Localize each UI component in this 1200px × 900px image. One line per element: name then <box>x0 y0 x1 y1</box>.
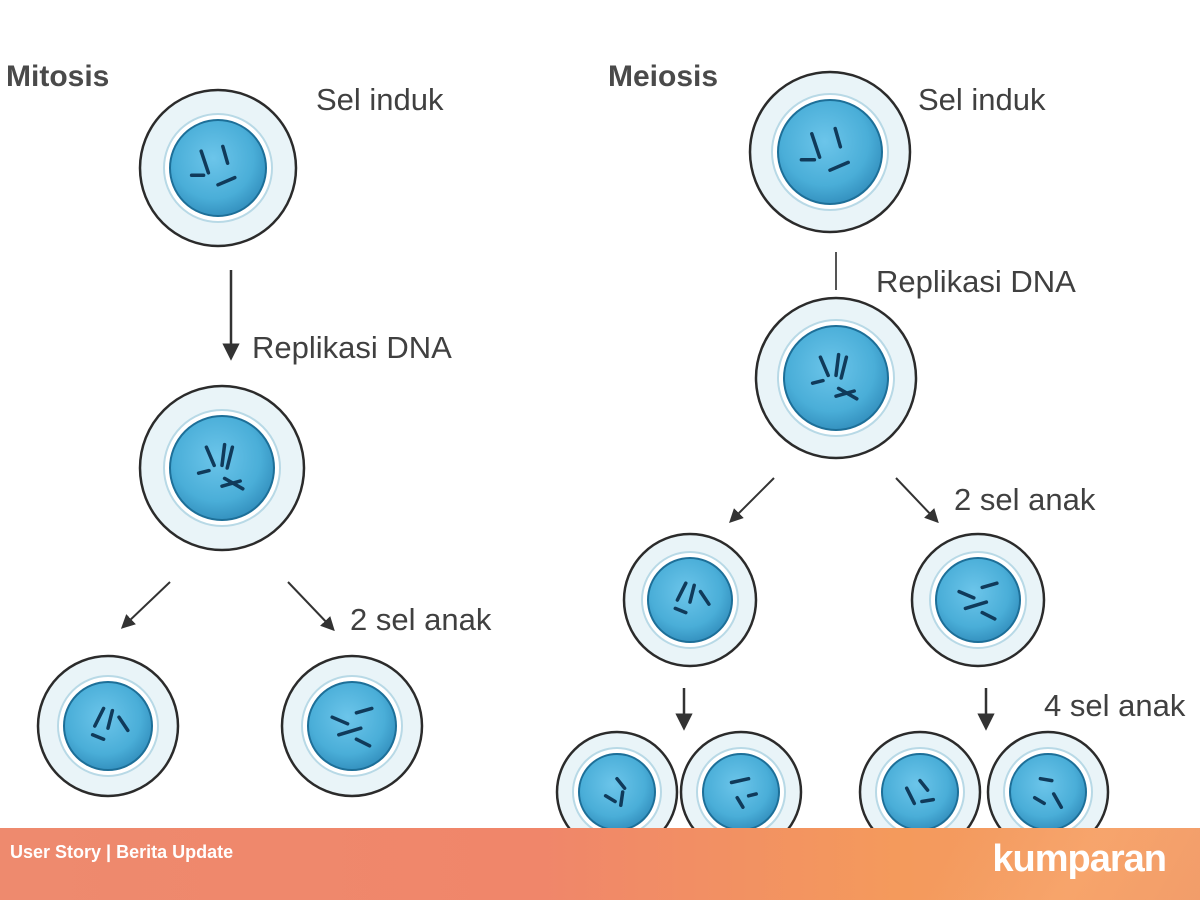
chromosome <box>199 149 211 175</box>
nucleus <box>578 753 656 831</box>
nucleus <box>881 753 959 831</box>
meiosis-arrow-right <box>895 477 939 524</box>
chromosome <box>619 790 625 808</box>
chromosome <box>673 606 688 615</box>
chromosome <box>106 708 115 730</box>
nucleus <box>1009 753 1087 831</box>
nucleus <box>169 415 275 521</box>
mitosis-arrow-right <box>287 581 335 632</box>
chromosome <box>729 776 751 785</box>
mitosis-parent-cell <box>138 88 298 248</box>
meiosis-title: Meiosis <box>608 60 719 93</box>
nucleus <box>169 119 267 217</box>
meiosis-daughter-cell-right <box>910 532 1046 668</box>
meiosis-granddaughter-cell-2 <box>679 730 803 854</box>
chromosome <box>688 583 696 604</box>
chromosome <box>225 445 235 470</box>
meiosis-parent-cell <box>748 70 912 234</box>
chromosome <box>204 445 216 468</box>
mitosis-daughter-cell-left <box>36 654 180 798</box>
chromosome <box>818 355 830 378</box>
meiosis-granddaughter-cell-4 <box>986 730 1110 854</box>
chromosome <box>222 476 245 491</box>
mitosis-daughter-cell-right <box>280 654 424 798</box>
chromosome <box>828 160 850 172</box>
meiosis-parent-label: Sel induk <box>918 82 1046 117</box>
meiosis-four-daughters-label: 4 sel anak <box>1044 688 1186 723</box>
mitosis-parent-label: Sel induk <box>316 82 444 117</box>
chromosome <box>918 778 930 792</box>
chromosome <box>221 144 230 165</box>
mitosis-arrow-left <box>120 581 171 629</box>
chromosome <box>834 352 841 378</box>
chromosome <box>810 378 825 385</box>
chromosome <box>1032 795 1046 806</box>
chromosome <box>90 733 106 741</box>
nucleus <box>935 557 1021 643</box>
nucleus <box>702 753 780 831</box>
chromosome <box>735 795 745 809</box>
meiosis-replication-label: Replikasi DNA <box>876 264 1076 299</box>
chromosome <box>839 355 849 380</box>
chromosome <box>93 706 106 728</box>
chromosome <box>1038 776 1054 783</box>
footer-caption: User Story | Berita Update <box>10 842 234 862</box>
nucleus <box>777 99 883 205</box>
chromosome <box>330 715 350 726</box>
chromosome <box>354 706 374 715</box>
footer-banner: User Story | Berita Update kumparan <box>0 828 1200 900</box>
mitosis-title: Mitosis <box>6 60 110 93</box>
nucleus <box>307 681 397 771</box>
meiosis-granddaughter-cell-3 <box>858 730 982 854</box>
chromosome <box>216 175 237 187</box>
brand-logo[interactable]: kumparan <box>992 838 1167 880</box>
footer-decoration <box>780 828 1200 900</box>
chromosome <box>196 468 211 475</box>
mitosis-replication-label: Replikasi DNA <box>252 330 452 365</box>
chromosome <box>980 610 997 621</box>
chromosome <box>833 126 843 149</box>
meiosis-two-daughters-label: 2 sel anak <box>954 482 1096 517</box>
chromosome <box>354 737 372 748</box>
chromosome <box>675 581 688 602</box>
chromosome <box>698 589 711 606</box>
mitosis-two-daughters-label: 2 sel anak <box>350 602 492 637</box>
meiosis-replicated-cell <box>754 296 918 460</box>
chromosome <box>963 600 989 611</box>
chromosome <box>1051 792 1064 809</box>
chromosome <box>904 786 917 806</box>
chromosome <box>980 581 999 590</box>
chromosome <box>810 132 822 159</box>
meiosis-daughter-cell-left <box>622 532 758 668</box>
chromosome <box>957 589 976 600</box>
chromosome <box>836 386 859 401</box>
chromosome <box>337 726 363 737</box>
meiosis-granddaughter-cell-1 <box>555 730 679 854</box>
nucleus <box>783 325 889 431</box>
chromosome <box>603 794 617 804</box>
chromosome <box>220 442 227 468</box>
chromosome <box>615 776 627 790</box>
mitosis-replicated-cell <box>138 384 306 552</box>
meiosis-arrow-left <box>729 477 775 523</box>
chromosome <box>920 797 936 804</box>
chromosome <box>117 715 130 733</box>
chromosome <box>746 792 758 798</box>
